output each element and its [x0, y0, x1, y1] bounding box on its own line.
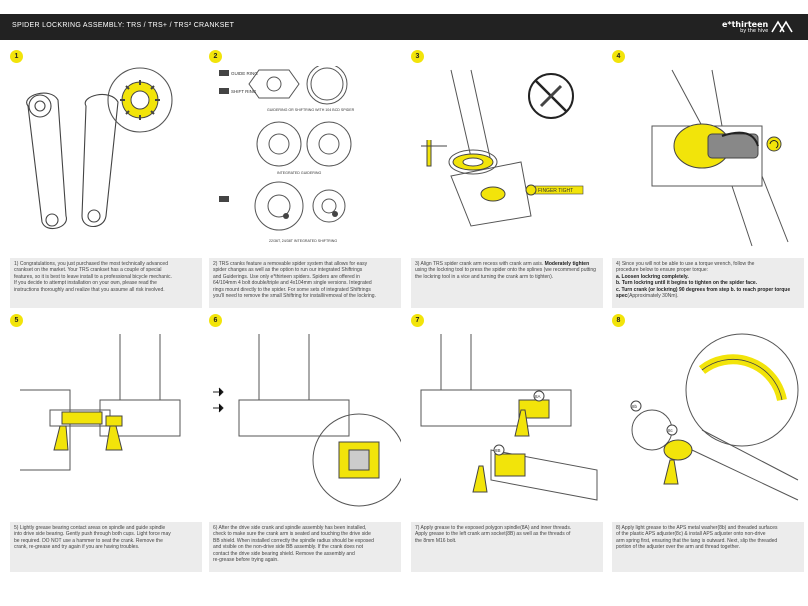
step-a-text: a. Loosen lockring completely. [616, 273, 689, 280]
panel-step-7: 7 8A 8B 7) Apply grease to the exposed p… [411, 314, 603, 572]
torque-procedure-illustration [651, 69, 789, 247]
step-3-caption: 3) Align TRS spider crank arm recess wit… [411, 258, 603, 308]
crank-seated-check-illustration [213, 334, 401, 507]
panel-step-1: 1 1) Congratulations, you just purchased… [10, 50, 202, 308]
step-number: 3 [411, 50, 424, 63]
caption-text: 2) TRS cranks feature a removable spider… [213, 261, 376, 300]
caption-part: using the lockring tool to press the spi… [415, 267, 596, 280]
top-margin [0, 0, 808, 14]
panel-step-4: 4 4) Since you will not be able to use a… [612, 50, 804, 308]
caption-text: 8) Apply light grease to the APS metal w… [616, 525, 778, 551]
panel-step-8: 8 8b 8c 8) Apply light grease to the APS… [612, 314, 804, 572]
spindle-install-illustration [20, 334, 181, 471]
caption-text: 5) Lightly grease bearing contact areas … [14, 525, 171, 551]
caption-intro: 4) Since you will not be able to use a t… [616, 261, 755, 274]
caption-part: 3) Align TRS spider crank arm recess wit… [415, 261, 545, 267]
step-c: c. Turn crank (or lockring) 90 degrees f… [616, 287, 800, 300]
panel-step-6: 6 6) After the drive side crank and spin… [209, 314, 401, 572]
panel-step-5: 5 5) Lightly grease bearing contact area… [10, 314, 202, 572]
caption-integrated-guidering: INTEGRATED GUIDERING [277, 171, 321, 175]
step-5-caption: 5) Lightly grease bearing contact areas … [10, 522, 202, 572]
step-a: a. Loosen lockring completely. [616, 274, 800, 280]
step-number: 6 [209, 314, 222, 327]
step-b-text: b. Turn lockring until it begins to tigh… [616, 280, 758, 287]
logo-subtext: by the hive [740, 28, 769, 34]
caption-guidering-104bcd: GUIDERING OR SHIFTRING WITH 104 BCD SPID… [267, 108, 355, 112]
crank-arms-illustration [26, 67, 173, 230]
label-8a: 8A [535, 394, 541, 399]
step-7-caption: 7) Apply grease to the exposed polygon s… [411, 522, 603, 572]
caption-integrated-shiftring: 22/36T, 24/38T INTEGRATED SHIFTRING [269, 239, 337, 243]
brand-mark-icon [771, 20, 793, 33]
step-number: 1 [10, 50, 23, 63]
step-4-caption: 4) Since you will not be able to use a t… [612, 258, 804, 308]
step-number: 2 [209, 50, 222, 63]
panel-step-2: 2 GUIDE RING SHIFT RING GUIDERING OR SHI… [209, 50, 401, 308]
step-c-note: (Approximately 30Nm). [627, 293, 679, 300]
label-8b-washer: 8b [632, 404, 638, 409]
step-number: 5 [10, 314, 23, 327]
logo-text: e*thirteen [722, 20, 769, 29]
step-number: 4 [612, 50, 625, 63]
header-bar: SPIDER LOCKRING ASSEMBLY: TRS / TRS+ / T… [0, 14, 808, 40]
step-2-caption: 2) TRS cranks feature a removable spider… [209, 258, 401, 308]
align-spider-illustration: FINGER TIGHT [421, 69, 584, 227]
step-c-text: c. Turn crank (or lockring) 90 degrees f… [616, 286, 791, 300]
step-8-caption: 8) Apply light grease to the APS metal w… [612, 522, 804, 572]
caption-text: 7) Apply grease to the exposed polygon s… [415, 525, 572, 544]
spider-options-illustration: GUIDE RING SHIFT RING GUIDERING OR SHIFT… [219, 66, 355, 243]
step-1-caption: 1) Congratulations, you just purchased t… [10, 258, 202, 308]
document-title: SPIDER LOCKRING ASSEMBLY: TRS / TRS+ / T… [12, 22, 235, 29]
aps-adjuster-illustration: 8b 8c [630, 333, 799, 501]
step-number: 7 [411, 314, 424, 327]
step-number: 8 [612, 314, 625, 327]
finger-tight-label: FINGER TIGHT [538, 188, 573, 194]
caption-text: 1) Congratulations, you just purchased t… [14, 261, 172, 293]
label-shift-ring: SHIFT RING [231, 89, 257, 94]
caption-emphasis: Moderately tighten [544, 261, 590, 267]
step-6-caption: 6) After the drive side crank and spindl… [209, 522, 401, 572]
label-8b: 8B [495, 448, 501, 453]
grease-spindle-illustration: 8A 8B [420, 334, 598, 501]
label-guide-ring: GUIDE RING [231, 71, 258, 76]
label-8c-adjuster: 8c [668, 428, 674, 433]
caption-text: 6) After the drive side crank and spindl… [213, 525, 374, 564]
panel-step-3: 3 FINGER TIGHT 3) Align TRS spider crank… [411, 50, 603, 308]
caption-text: 3) Align TRS spider crank arm recess wit… [415, 261, 599, 280]
step-b: b. Turn lockring until it begins to tigh… [616, 280, 800, 286]
